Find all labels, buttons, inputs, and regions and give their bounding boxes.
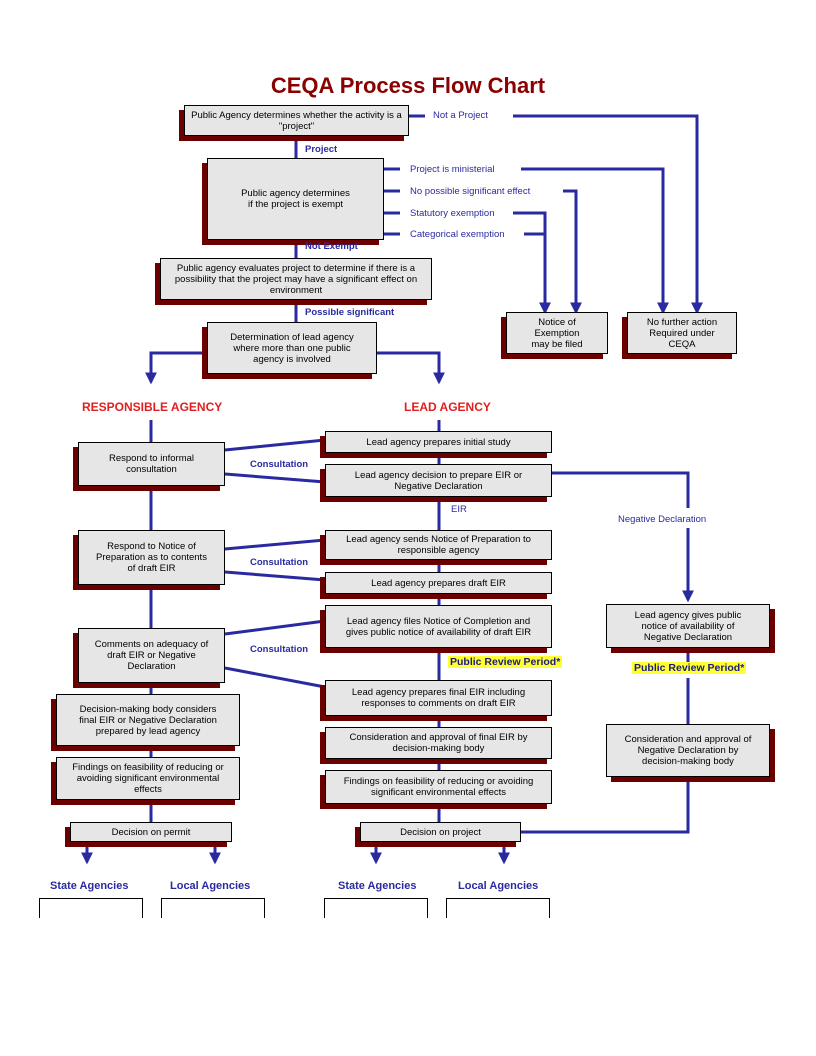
box-findings-lead: Findings on feasibility of reducing or a… [325,770,552,804]
label-not-exempt: Not Exempt [305,241,358,252]
box-consideration-final: Consideration and approval of final EIR … [325,727,552,759]
heading-lead-agency: LEAD AGENCY [404,400,491,414]
box-decision-permit: Decision on permit [70,822,232,842]
box-initial-study: Lead agency prepares initial study [325,431,552,453]
box-consideration-nd: Consideration and approval of Negative D… [606,724,770,777]
label-ministerial: Project is ministerial [410,164,495,175]
box-notice-completion: Lead agency files Notice of Completion a… [325,605,552,648]
box-decision-body: Decision-making body considers final EIR… [56,694,240,746]
box-lead-determination: Determination of lead agency where more … [207,322,377,374]
label-state-agencies-1: State Agencies [50,880,129,892]
box-decision-project: Decision on project [360,822,521,842]
empty-box-state-2 [324,898,428,918]
label-consultation-1: Consultation [250,459,309,470]
box-notice-exemption: Notice of Exemption may be filed [506,312,608,354]
label-local-agencies-1: Local Agencies [170,880,251,892]
box-exempt: Public agency determines if the project … [207,158,384,240]
label-project: Project [305,144,338,155]
box-respond-nop: Respond to Notice of Preparation as to c… [78,530,225,585]
label-review-period-nd: Public Review Period* [632,662,747,674]
box-public-agency-project: Public Agency determines whether the act… [184,105,409,136]
label-no-significant: No possible significant effect [410,186,531,197]
label-consultation-2: Consultation [250,557,309,568]
box-comments-adequacy: Comments on adequacy of draft EIR or Neg… [78,628,225,683]
label-not-a-project: Not a Project [433,110,488,121]
box-draft-eir: Lead agency prepares draft EIR [325,572,552,594]
box-sends-nop: Lead agency sends Notice of Preparation … [325,530,552,560]
empty-box-local-2 [446,898,550,918]
label-statutory: Statutory exemption [410,208,495,219]
label-possible-significant: Possible significant [305,307,395,318]
box-final-eir: Lead agency prepares final EIR including… [325,680,552,716]
chart-title: CEQA Process Flow Chart [270,73,546,98]
box-respond-informal: Respond to informal consultation [78,442,225,486]
label-consultation-3: Consultation [250,644,309,655]
label-review-period-lead: Public Review Period* [448,656,563,668]
box-findings-responsible: Findings on feasibility of reducing or a… [56,757,240,800]
empty-box-state-1 [39,898,143,918]
label-local-agencies-2: Local Agencies [458,880,539,892]
empty-box-local-1 [161,898,265,918]
box-decision-prepare: Lead agency decision to prepare EIR or N… [325,464,552,497]
box-evaluates: Public agency evaluates project to deter… [160,258,432,300]
label-negative-declaration: Negative Declaration [618,514,707,525]
box-no-further-action: No further action Required under CEQA [627,312,737,354]
label-categorical: Categorical exemption [410,229,505,240]
box-gives-notice-nd: Lead agency gives public notice of avail… [606,604,770,648]
label-eir: EIR [451,504,467,515]
heading-responsible-agency: RESPONSIBLE AGENCY [82,400,223,414]
label-state-agencies-2: State Agencies [338,880,417,892]
